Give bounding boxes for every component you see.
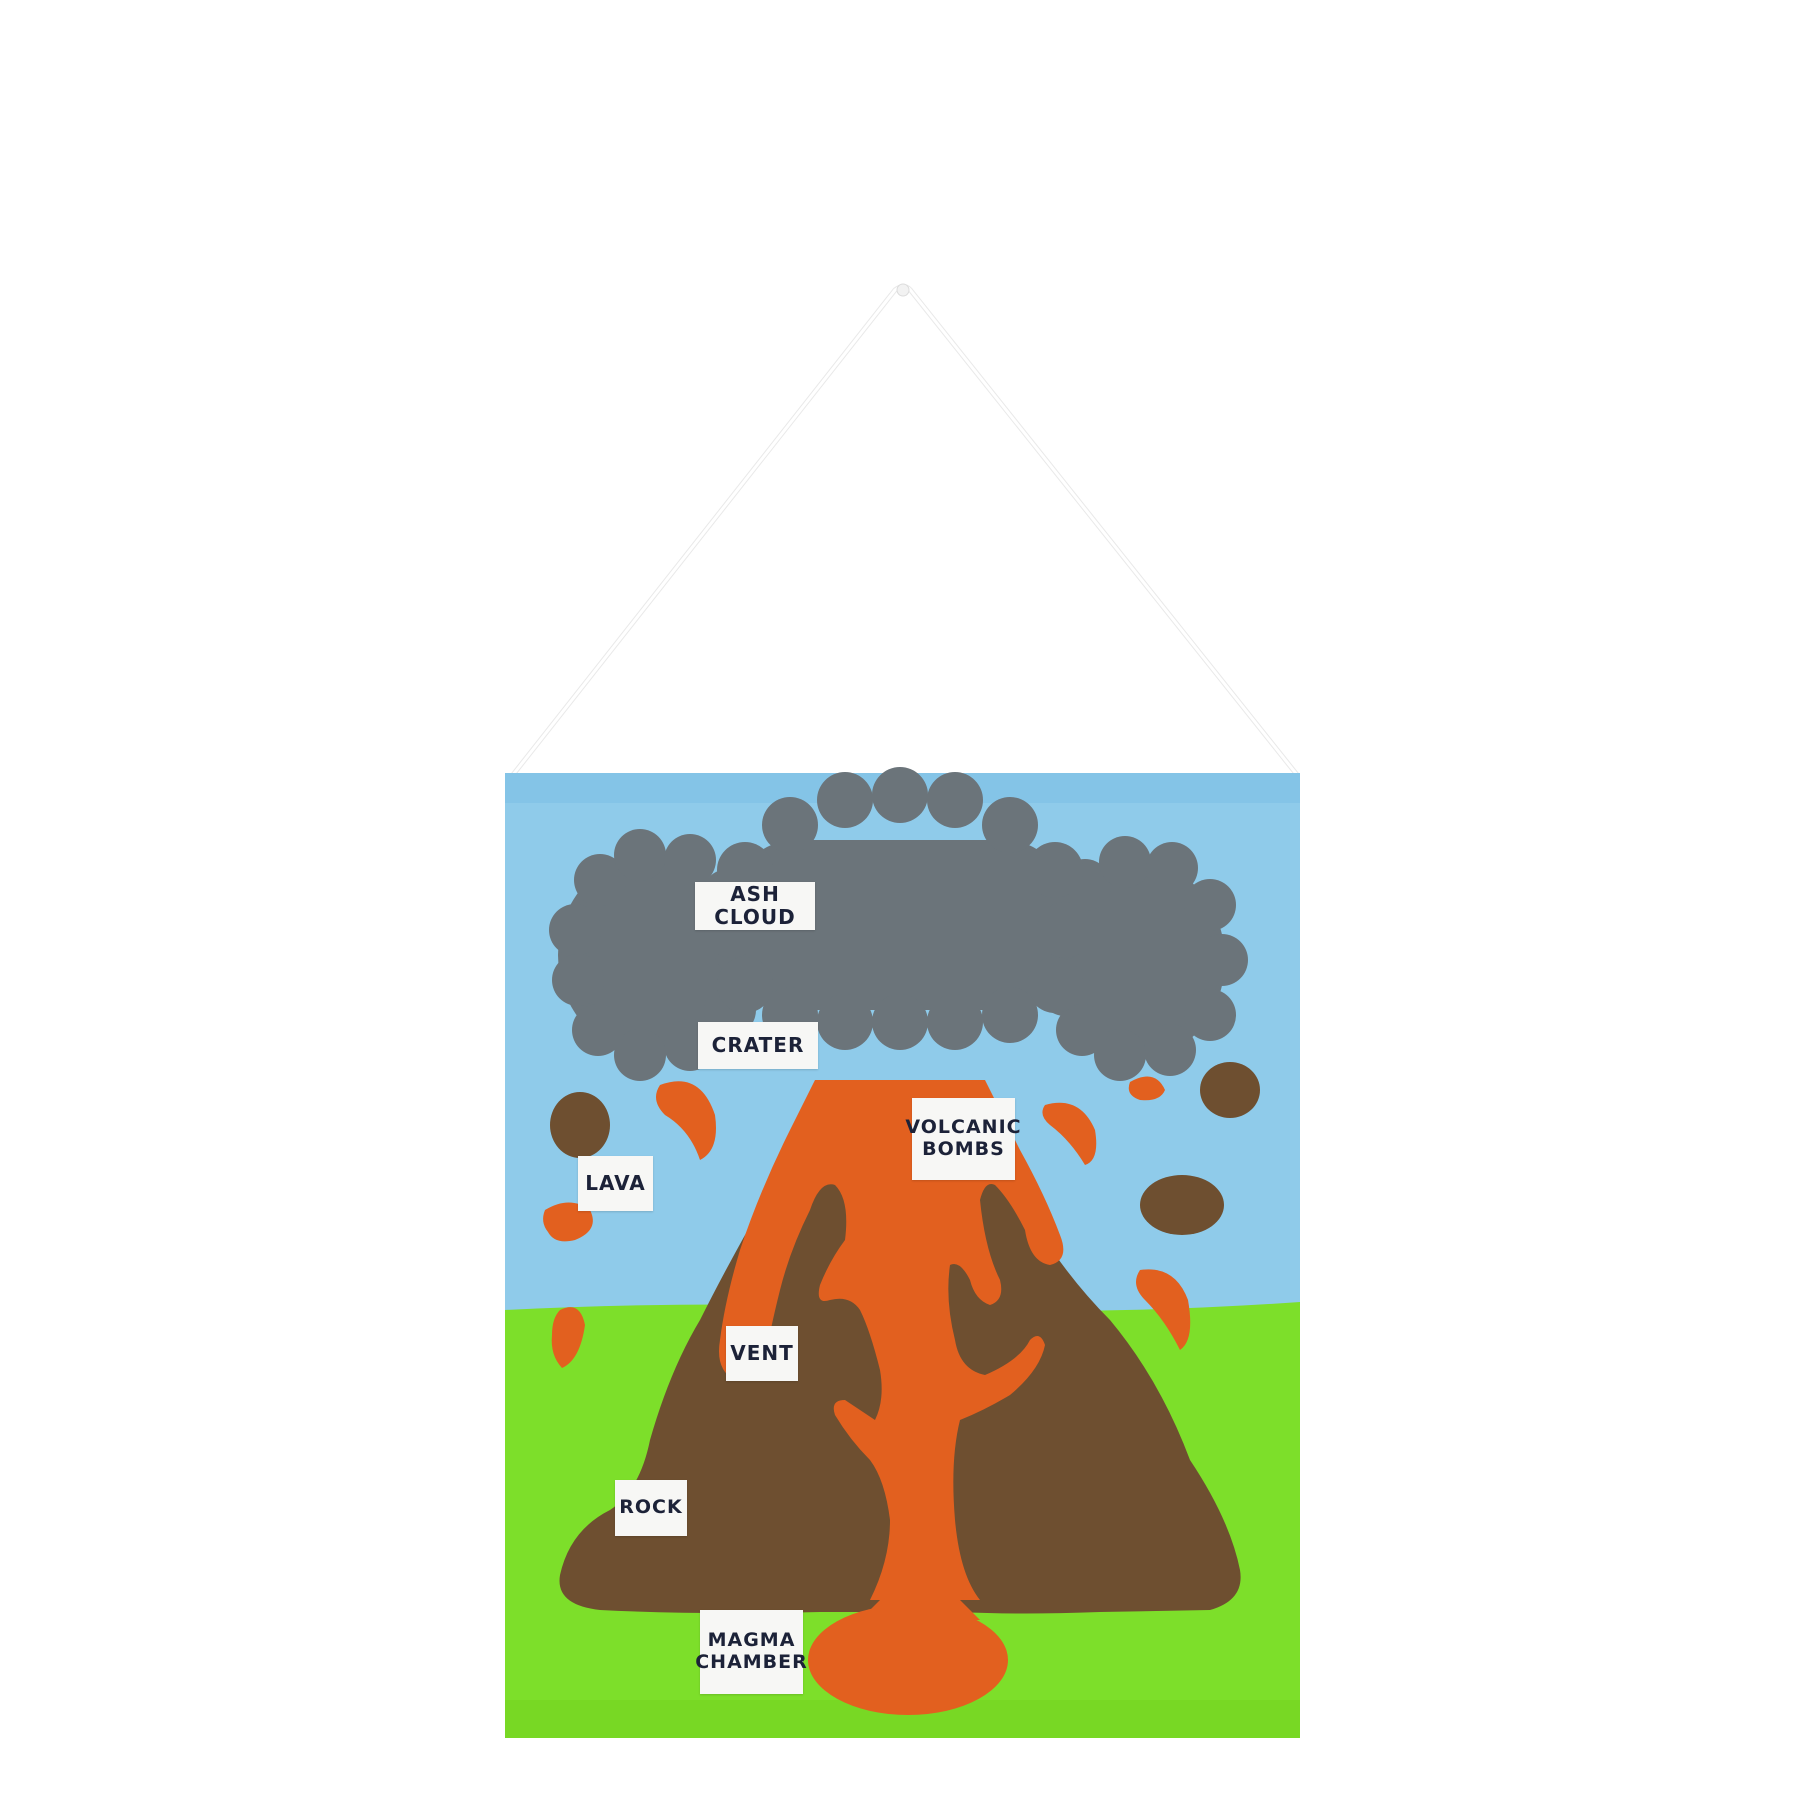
label-crater: CRATER (698, 1022, 818, 1069)
label-rock-text: ROCK (619, 1496, 683, 1519)
right-cloud-shape (1034, 836, 1248, 1081)
label-volcanic-bombs-line1: VOLCANIC (905, 1116, 1022, 1139)
volcanic-bomb-shapes (550, 1062, 1260, 1235)
label-vent: VENT (726, 1326, 798, 1381)
label-crater-text: CRATER (711, 1033, 805, 1057)
label-lava-text: LAVA (585, 1171, 646, 1195)
label-ash-cloud: ASH CLOUD (695, 882, 815, 930)
center-cloud-shape (704, 767, 1093, 1050)
hanging-string (510, 283, 1300, 778)
label-lava: LAVA (578, 1156, 653, 1211)
ash-cloud-shapes (549, 767, 1248, 1081)
label-ash-cloud-text: ASH CLOUD (714, 882, 796, 929)
label-magma-chamber-line2: CHAMBER (695, 1651, 808, 1673)
label-rock: ROCK (615, 1480, 687, 1536)
label-magma-chamber: MAGMA CHAMBER (695, 1610, 807, 1694)
label-vent-text: VENT (730, 1341, 794, 1365)
magma-chamber-shape (808, 1605, 1008, 1715)
lava-drop-shapes (543, 1076, 1191, 1368)
lava-flow-shape (719, 1080, 1064, 1715)
label-volcanic-bombs: VOLCANIC BOMBS (905, 1098, 1021, 1180)
label-magma-chamber-line1: MAGMA (707, 1629, 796, 1652)
label-volcanic-bombs-line2: BOMBS (922, 1138, 1005, 1160)
